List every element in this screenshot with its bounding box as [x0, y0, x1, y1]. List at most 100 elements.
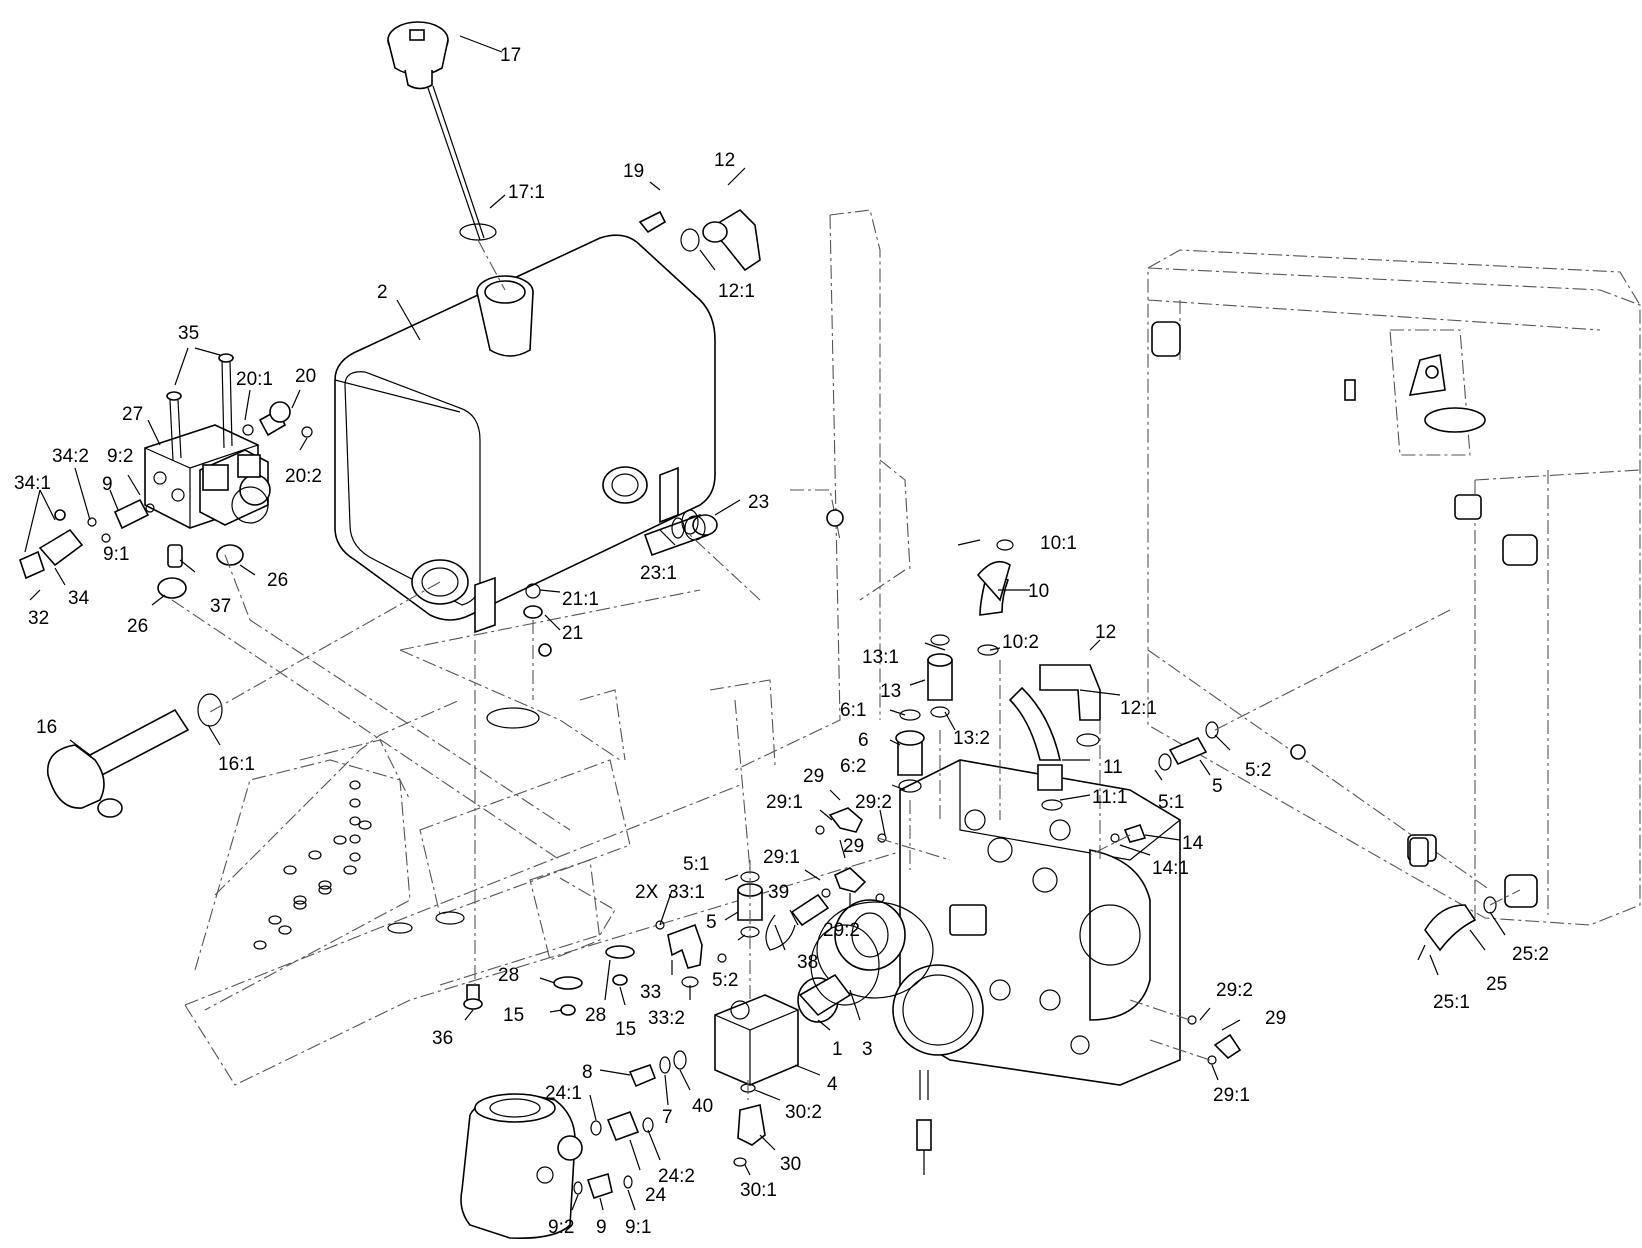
perforation-hole	[293, 900, 307, 910]
perforation-hole	[318, 880, 332, 890]
callout-29-1c: 29:1	[1213, 1085, 1250, 1106]
callout-34: 34	[68, 588, 90, 609]
perforation-hole	[333, 835, 347, 845]
callout-5-2a: 5:2	[712, 970, 738, 991]
perforation-hole	[253, 940, 267, 950]
callout-9a: 9	[102, 474, 113, 495]
callout-24: 24	[645, 1185, 667, 1206]
callout-15b: 15	[615, 1019, 636, 1040]
callout-32: 32	[28, 608, 49, 629]
callout-9-2b: 9:2	[548, 1217, 574, 1238]
callout-21: 21	[562, 623, 583, 644]
callout-1: 1	[832, 1039, 843, 1060]
callout-29-2a: 29:2	[855, 792, 892, 813]
callout-16-1: 16:1	[218, 754, 255, 775]
callout-10: 10	[1028, 581, 1049, 602]
callout-33-1: 33:1	[668, 882, 705, 903]
callout-12-1b: 12:1	[1120, 698, 1157, 719]
callout-6: 6	[858, 730, 869, 751]
callout-36: 36	[432, 1028, 453, 1049]
perforation-hole	[349, 816, 361, 826]
callout-9-1b: 9:1	[625, 1217, 651, 1238]
callout-30-1: 30:1	[740, 1180, 777, 1201]
callout-5a: 5	[706, 912, 717, 933]
callout-24-1: 24:1	[545, 1083, 582, 1104]
callout-28b: 28	[585, 1005, 606, 1026]
hydraulic-tank	[334, 234, 716, 634]
callout-39: 39	[768, 882, 789, 903]
callout-20: 20	[295, 366, 316, 387]
perforation-hole	[293, 895, 307, 905]
callout-15a: 15	[503, 1005, 524, 1026]
perforation-hole	[349, 798, 361, 808]
callout-20-1: 20:1	[236, 369, 273, 390]
perforation-hole	[268, 915, 282, 925]
callout-33-2: 33:2	[648, 1008, 685, 1029]
leader-lines	[24, 35, 1506, 1211]
radiator-phantom	[1147, 249, 1641, 926]
left-fittings	[19, 401, 313, 580]
callout-12-1a: 12:1	[718, 281, 755, 302]
callout-2: 2	[377, 282, 388, 303]
callout-9-1a: 9:1	[103, 544, 129, 565]
callout-29-2c: 29:2	[1216, 980, 1253, 1001]
perforation-hole	[343, 865, 357, 875]
callout-37: 37	[210, 596, 231, 617]
callout-19: 19	[623, 161, 644, 182]
callout-30: 30	[780, 1154, 801, 1175]
callout-11-1: 11:1	[1092, 787, 1128, 808]
perforation-hole	[349, 834, 361, 844]
callout-5b: 5	[1212, 776, 1223, 797]
callout-10-2: 10:2	[1002, 632, 1039, 653]
callout-9-2a: 9:2	[107, 446, 133, 467]
callout-23: 23	[748, 492, 769, 513]
perforation-hole	[358, 820, 372, 830]
callout-13-2: 13:2	[953, 728, 990, 749]
callout-29-1b: 29:1	[763, 847, 800, 868]
callout-3: 3	[862, 1039, 873, 1060]
callout-6-1: 6:1	[840, 700, 866, 721]
callout-29-1a: 29:1	[766, 792, 803, 813]
hydraulic-pump	[816, 759, 1181, 1175]
tank-fittings	[523, 208, 761, 619]
perforation-hole	[318, 885, 332, 895]
callout-17-1: 17:1	[508, 182, 545, 203]
callout-27: 27	[122, 404, 143, 425]
callout-labels: 1 2 2X 3 4 5 5 5:1 5:1 5:2 5:2 6 6:1 6:2…	[14, 45, 1549, 1238]
callout-11: 11	[1103, 757, 1123, 778]
callout-29c: 29	[1265, 1008, 1286, 1029]
callout-17: 17	[500, 45, 521, 66]
callout-34-2: 34:2	[52, 446, 89, 467]
callout-10-1: 10:1	[1040, 533, 1077, 554]
perforation-hole	[349, 852, 361, 862]
callout-28a: 28	[498, 965, 519, 986]
callout-29a: 29	[803, 766, 824, 787]
callout-5-1a: 5:1	[683, 854, 709, 875]
dipstick-cap	[387, 21, 497, 241]
valve-block	[144, 353, 271, 599]
callout-2x: 2X	[635, 882, 659, 903]
callout-14: 14	[1182, 833, 1204, 854]
callout-21-1: 21:1	[562, 589, 599, 610]
callout-33: 33	[640, 982, 661, 1003]
alignment-lines	[171, 239, 1521, 1100]
callout-25-1: 25:1	[1433, 992, 1470, 1013]
callout-34-1: 34:1	[14, 473, 51, 494]
callout-7: 7	[662, 1107, 673, 1128]
callout-9b: 9	[596, 1217, 607, 1238]
callout-35: 35	[178, 323, 199, 344]
steering-unit	[460, 1093, 583, 1240]
callout-12a: 12	[714, 150, 735, 171]
callout-13-1: 13:1	[862, 647, 899, 668]
callout-40: 40	[692, 1096, 713, 1117]
callout-26b: 26	[267, 570, 288, 591]
callout-25: 25	[1486, 974, 1507, 995]
perforation-hole	[283, 865, 297, 875]
callout-23-1: 23:1	[640, 563, 677, 584]
callout-5-2b: 5:2	[1245, 760, 1271, 781]
callout-16: 16	[36, 717, 57, 738]
callout-5-1b: 5:1	[1158, 792, 1184, 813]
callout-29-2b: 29:2	[823, 920, 860, 941]
callout-24-2: 24:2	[658, 1166, 695, 1187]
